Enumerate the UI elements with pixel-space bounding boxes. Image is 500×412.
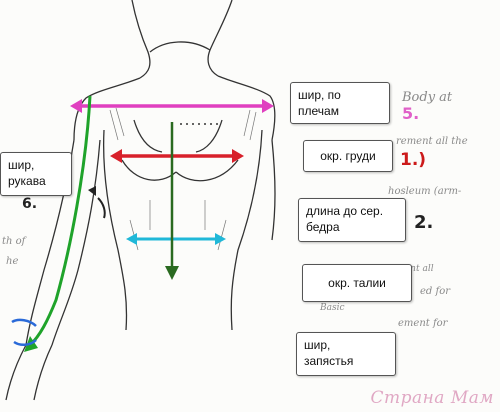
note-he: he <box>6 256 19 267</box>
wrist-line <box>11 318 37 346</box>
note-ed-for: ed for <box>420 286 450 297</box>
sleeve-width-arrowhead <box>88 186 96 196</box>
chest-line <box>110 149 244 163</box>
label-length-to-hip: длина до сер. бедра <box>298 198 406 242</box>
note-rement: rement all the <box>396 136 468 147</box>
number-length: 2. <box>414 212 434 233</box>
shoulder-width-line <box>70 99 274 113</box>
note-ement-for: ement for <box>398 318 448 329</box>
sketch-shading <box>109 107 257 251</box>
sleeve-width-arrow <box>97 197 106 219</box>
number-chest: 1.) <box>400 150 427 170</box>
torso-outline <box>5 0 276 401</box>
note-body-at: Body at <box>402 90 453 105</box>
length-line <box>165 122 179 280</box>
number-shoulder: 5. <box>402 104 420 123</box>
note-th-of: th of <box>2 236 26 247</box>
label-wrist-width: шир, запястья <box>296 332 396 376</box>
label-chest: окр. груди <box>303 140 393 172</box>
waist-line <box>126 233 226 245</box>
number-sleeve: 6. <box>22 196 38 212</box>
label-waist: окр. талии <box>302 264 412 302</box>
label-shoulder-width: шир, по плечам <box>290 82 390 124</box>
note-hosleum: hosleum (arm- <box>388 186 462 197</box>
watermark-text: Страна Мам <box>370 388 494 408</box>
label-sleeve-width: шир, рукава <box>0 152 72 196</box>
note-basic: Basic <box>320 303 345 313</box>
